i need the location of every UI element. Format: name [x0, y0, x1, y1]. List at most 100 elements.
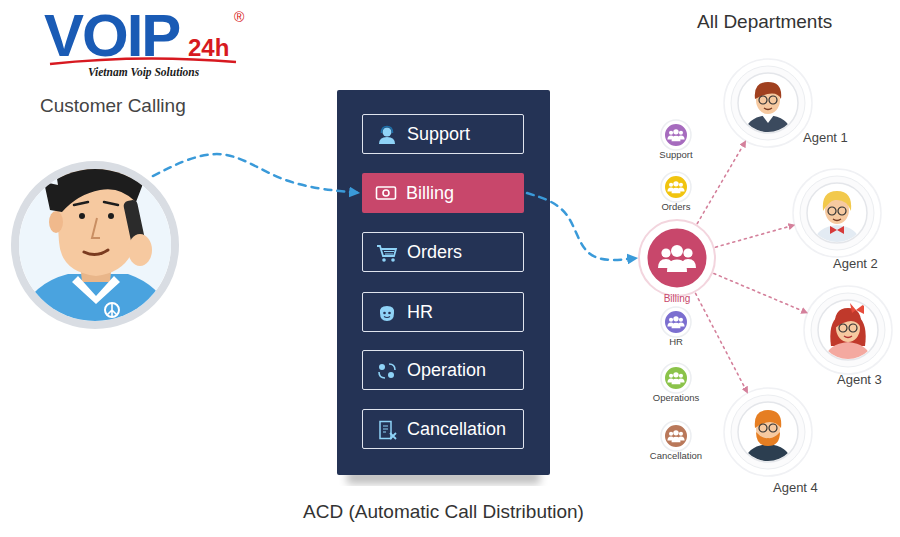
- billing-hub: [646, 227, 708, 289]
- acd-panel: [337, 90, 550, 475]
- agent-avatar: [759, 424, 767, 432]
- customer-figure: [79, 213, 85, 219]
- department-circles: [667, 129, 684, 141]
- menu-icon: [388, 312, 391, 315]
- acd-panel: [337, 90, 550, 484]
- agent-avatar: [838, 207, 846, 215]
- agent-avatar: [804, 286, 892, 374]
- agent-circle: Agent 3: [818, 300, 878, 360]
- menu-icon: [379, 372, 385, 378]
- agent-avatar: [830, 226, 844, 234]
- customer-figure: [92, 218, 100, 238]
- customer-figure: [107, 303, 117, 317]
- node-label: Agent 1: [803, 131, 848, 146]
- department-circles: [661, 120, 691, 150]
- section-heading: All Departments: [697, 12, 832, 31]
- menu-icon: [384, 252, 394, 255]
- agent-avatar: [793, 169, 881, 257]
- department-circles: [661, 120, 691, 150]
- agent-avatar: [769, 424, 777, 432]
- agent-avatar: [762, 115, 774, 123]
- logo-text: 24h: [188, 36, 229, 60]
- agent-avatar: [769, 96, 777, 104]
- agent-avatar: [744, 115, 792, 135]
- menu-icon: [383, 312, 386, 315]
- node-label: Cancellation: [650, 451, 702, 462]
- department-circles: [661, 363, 691, 393]
- department-circles: [664, 366, 688, 390]
- agent-avatar: [849, 324, 857, 332]
- customer-figure: [105, 303, 119, 317]
- acd-panel: SupportBillingOrdersHROperationCancellat…: [337, 90, 550, 475]
- agent-avatar: [764, 108, 772, 110]
- customer-circle: Customer Calling: [13, 163, 177, 327]
- agent-avatar: [813, 191, 861, 245]
- registered-mark: ®: [234, 10, 244, 24]
- agent-avatar: [850, 303, 864, 314]
- menu-button: Operation: [362, 350, 524, 390]
- agent-avatar: [756, 432, 780, 446]
- agent-avatar: [800, 176, 874, 250]
- button-label: Orders: [407, 242, 462, 263]
- node-label: HR: [669, 337, 683, 348]
- menu-button: HR: [362, 292, 524, 332]
- menu-icon: [377, 246, 396, 256]
- button-label: HR: [407, 302, 433, 323]
- menu-icon: [376, 303, 398, 323]
- department-circles: [661, 172, 691, 202]
- billing-hub: [639, 220, 715, 296]
- dotted-arrow: [716, 225, 795, 247]
- customer-figure: [0, 144, 200, 340]
- dotted-arrow: [714, 274, 808, 313]
- dashed-arrow: [527, 193, 637, 260]
- node-label: Support: [659, 150, 692, 161]
- agent-avatar: [724, 59, 812, 147]
- department-circle: Cancellation: [664, 424, 688, 448]
- billing-hub: [658, 245, 696, 272]
- logo-tagline: Vietnam Voip Solutions: [88, 67, 199, 79]
- dotted-arrow: [696, 293, 748, 393]
- menu-icon: [384, 317, 390, 318]
- department-circles: [664, 424, 688, 448]
- dotted-arrow: [697, 141, 745, 224]
- department-circles: [661, 363, 691, 393]
- customer-figure: [128, 234, 152, 266]
- node-label: Agent 2: [833, 257, 878, 272]
- agent-avatar: [731, 66, 805, 140]
- menu-icon: [383, 190, 389, 196]
- agent-avatar: [835, 308, 861, 328]
- agent-avatar: [724, 388, 812, 476]
- menu-icon: [382, 127, 393, 134]
- menu-button: Billing: [362, 173, 524, 213]
- department-circles: [667, 430, 684, 442]
- agent-avatar: [811, 293, 885, 367]
- agent-avatar: [824, 342, 872, 362]
- logo-text: VOIP: [44, 6, 179, 66]
- department-circles: [661, 172, 691, 202]
- department-circles: [664, 310, 688, 334]
- menu-icon: [390, 433, 396, 439]
- department-circles: [667, 372, 684, 384]
- department-circles: [661, 421, 691, 451]
- agent-avatar: [724, 388, 812, 476]
- menu-icon: [379, 137, 395, 144]
- agent-avatar: [813, 225, 861, 245]
- menu-icon: [382, 258, 386, 262]
- menu-icon: [380, 306, 394, 321]
- agent-avatar: [759, 96, 767, 104]
- agent-avatar: [844, 336, 852, 338]
- department-circles: [664, 123, 688, 147]
- department-circle: HR: [664, 310, 688, 334]
- node-label: Orders: [661, 202, 690, 213]
- agent-circle: Agent 1: [738, 73, 798, 133]
- department-circles: [661, 307, 691, 337]
- menu-icon: [383, 426, 388, 432]
- node-label: Operations: [653, 393, 699, 404]
- agent-circle: Agent 2: [807, 183, 867, 243]
- agent-avatar: [793, 169, 881, 257]
- button-label: Cancellation: [407, 419, 506, 440]
- customer-figure: [84, 250, 108, 255]
- node-label: Agent 3: [837, 373, 882, 388]
- menu-button: Orders: [362, 232, 524, 272]
- node-label: Billing: [664, 293, 691, 305]
